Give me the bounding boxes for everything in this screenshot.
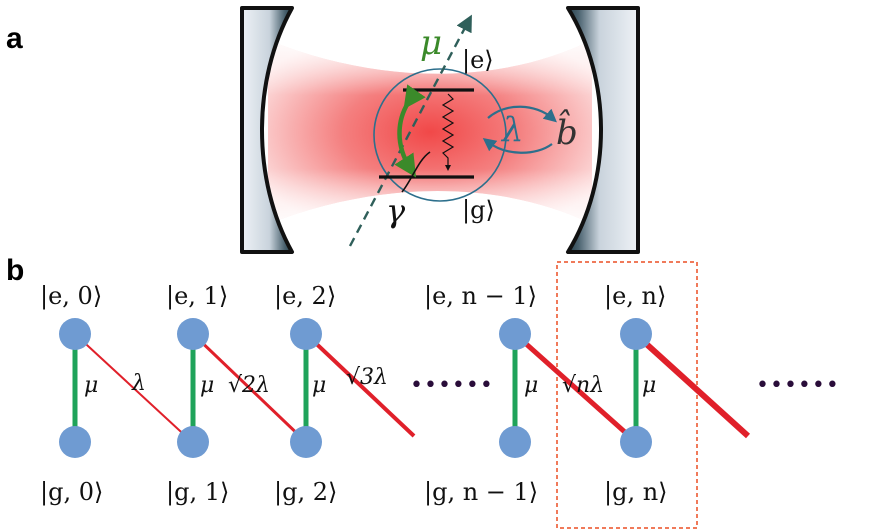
ket-e-n: |e, n⟩ [604, 282, 666, 311]
drive-double-arrow [394, 84, 426, 178]
coupling-arrow-in [482, 137, 553, 154]
ket-e-1: |e, 1⟩ [166, 282, 228, 311]
ket-g-2: |g, 2⟩ [274, 478, 337, 507]
panel-b: •••••• •••••• |e, 0⟩ |g, 0⟩ μ λ |e, 1⟩ |… [40, 261, 840, 529]
mu-label-n: μ [642, 373, 656, 398]
coupling-label-0: λ [131, 371, 146, 396]
node-g-2 [290, 426, 322, 458]
coupling-symbol: λ [500, 110, 524, 150]
node-e-1 [177, 318, 209, 350]
node-g-n-minus-1 [499, 426, 531, 458]
ket-g-n-minus-1: |g, n − 1⟩ [424, 478, 538, 507]
ket-e-2: |e, 2⟩ [274, 282, 336, 311]
decay-wavy-arrow [441, 93, 455, 171]
node-e-n [620, 318, 652, 350]
mu-label-0: μ [84, 373, 98, 398]
ket-g-n: |g, n⟩ [604, 478, 668, 507]
highlight-box [556, 261, 698, 529]
ellipsis-middle: •••••• [410, 373, 494, 398]
right-mirror [566, 6, 640, 254]
decay-hook [401, 151, 431, 193]
coupling-arrow-out [487, 105, 557, 123]
ellipsis-right: •••••• [756, 373, 840, 398]
lambda-line-1 [191, 332, 308, 444]
lambda-line-n-minus-1 [513, 332, 638, 444]
ket-g-0: |g, 0⟩ [40, 478, 103, 507]
panel-a: μ |e⟩ |g⟩ λ b̂ γ [240, 6, 640, 254]
panel-label-a: a [6, 22, 23, 55]
mu-label-2: μ [312, 373, 326, 398]
coupling-label-2: √3λ [346, 365, 388, 390]
node-g-0 [59, 426, 91, 458]
left-mirror [240, 6, 294, 254]
atom-circle [373, 68, 507, 202]
panel-label-b: b [6, 254, 24, 287]
ket-e-n-minus-1: |e, n − 1⟩ [424, 282, 537, 311]
coupling-label-1: √2λ [228, 373, 270, 398]
lambda-line-0 [74, 333, 193, 443]
rung-2: |e, 2⟩ |g, 2⟩ μ √3λ [274, 282, 416, 507]
excited-state-label: |e⟩ [462, 46, 494, 75]
dipole-symbol: μ [420, 23, 442, 63]
rung-n: |e, n⟩ |g, n⟩ μ [604, 282, 751, 507]
rung-0: |e, 0⟩ |g, 0⟩ μ λ [40, 282, 193, 507]
node-e-0 [59, 318, 91, 350]
coupling-label-n-minus-1: √nλ [562, 373, 604, 398]
ket-e-0: |e, 0⟩ [40, 282, 102, 311]
mode-operator: b̂ [556, 110, 578, 153]
rung-n-minus-1: |e, n − 1⟩ |g, n − 1⟩ μ √nλ [424, 282, 638, 507]
node-g-1 [177, 426, 209, 458]
ket-g-1: |g, 1⟩ [166, 478, 229, 507]
node-g-n [620, 426, 652, 458]
node-e-2 [290, 318, 322, 350]
lambda-line-n [639, 337, 751, 439]
rung-1: |e, 1⟩ |g, 1⟩ μ √2λ [166, 282, 308, 507]
ground-state-label: |g⟩ [462, 196, 495, 225]
lambda-line-2 [304, 332, 416, 438]
decay-symbol: γ [386, 192, 406, 230]
node-e-n-minus-1 [499, 318, 531, 350]
mu-label-1: μ [200, 373, 214, 398]
mu-label-n-minus-1: μ [524, 373, 538, 398]
